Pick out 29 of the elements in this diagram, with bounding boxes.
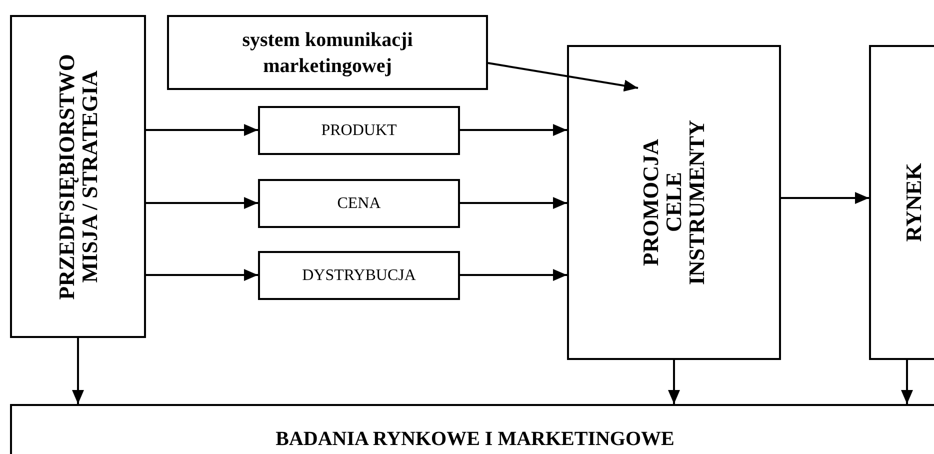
node-label: RYNEK bbox=[902, 163, 926, 242]
node-label: CENA bbox=[337, 194, 381, 212]
arrow bbox=[146, 197, 258, 209]
process-box bbox=[869, 45, 934, 360]
node-label: PRZEDFSIĘBIORSTWO bbox=[54, 54, 78, 300]
node-label: system komunikacji marketingowej bbox=[241, 28, 414, 78]
node-label: DYSTRYBUCJA bbox=[302, 266, 416, 284]
arrow bbox=[146, 124, 258, 136]
process-box bbox=[258, 179, 460, 228]
process-box bbox=[167, 15, 488, 90]
node-label: PROMOCJA bbox=[639, 138, 662, 268]
arrow bbox=[72, 338, 84, 404]
arrow bbox=[460, 124, 567, 136]
arrow bbox=[460, 197, 567, 209]
node-label: BADANIA RYNKOWE I MARKETINGOWE bbox=[276, 427, 674, 452]
node-label: MISJA / STRATEGIA bbox=[78, 70, 102, 283]
arrow bbox=[460, 269, 567, 281]
process-box bbox=[10, 15, 146, 338]
arrow bbox=[146, 269, 258, 281]
arrow bbox=[488, 62, 638, 92]
process-box bbox=[258, 106, 460, 155]
arrow bbox=[901, 360, 913, 404]
arrow bbox=[668, 360, 680, 404]
arrow bbox=[781, 192, 869, 204]
node-label: CELE bbox=[662, 172, 686, 234]
node-label: INSTRUMENTY bbox=[686, 120, 709, 286]
process-box bbox=[258, 251, 460, 300]
node-label: PRODUKT bbox=[321, 122, 397, 140]
process-box bbox=[567, 45, 781, 360]
